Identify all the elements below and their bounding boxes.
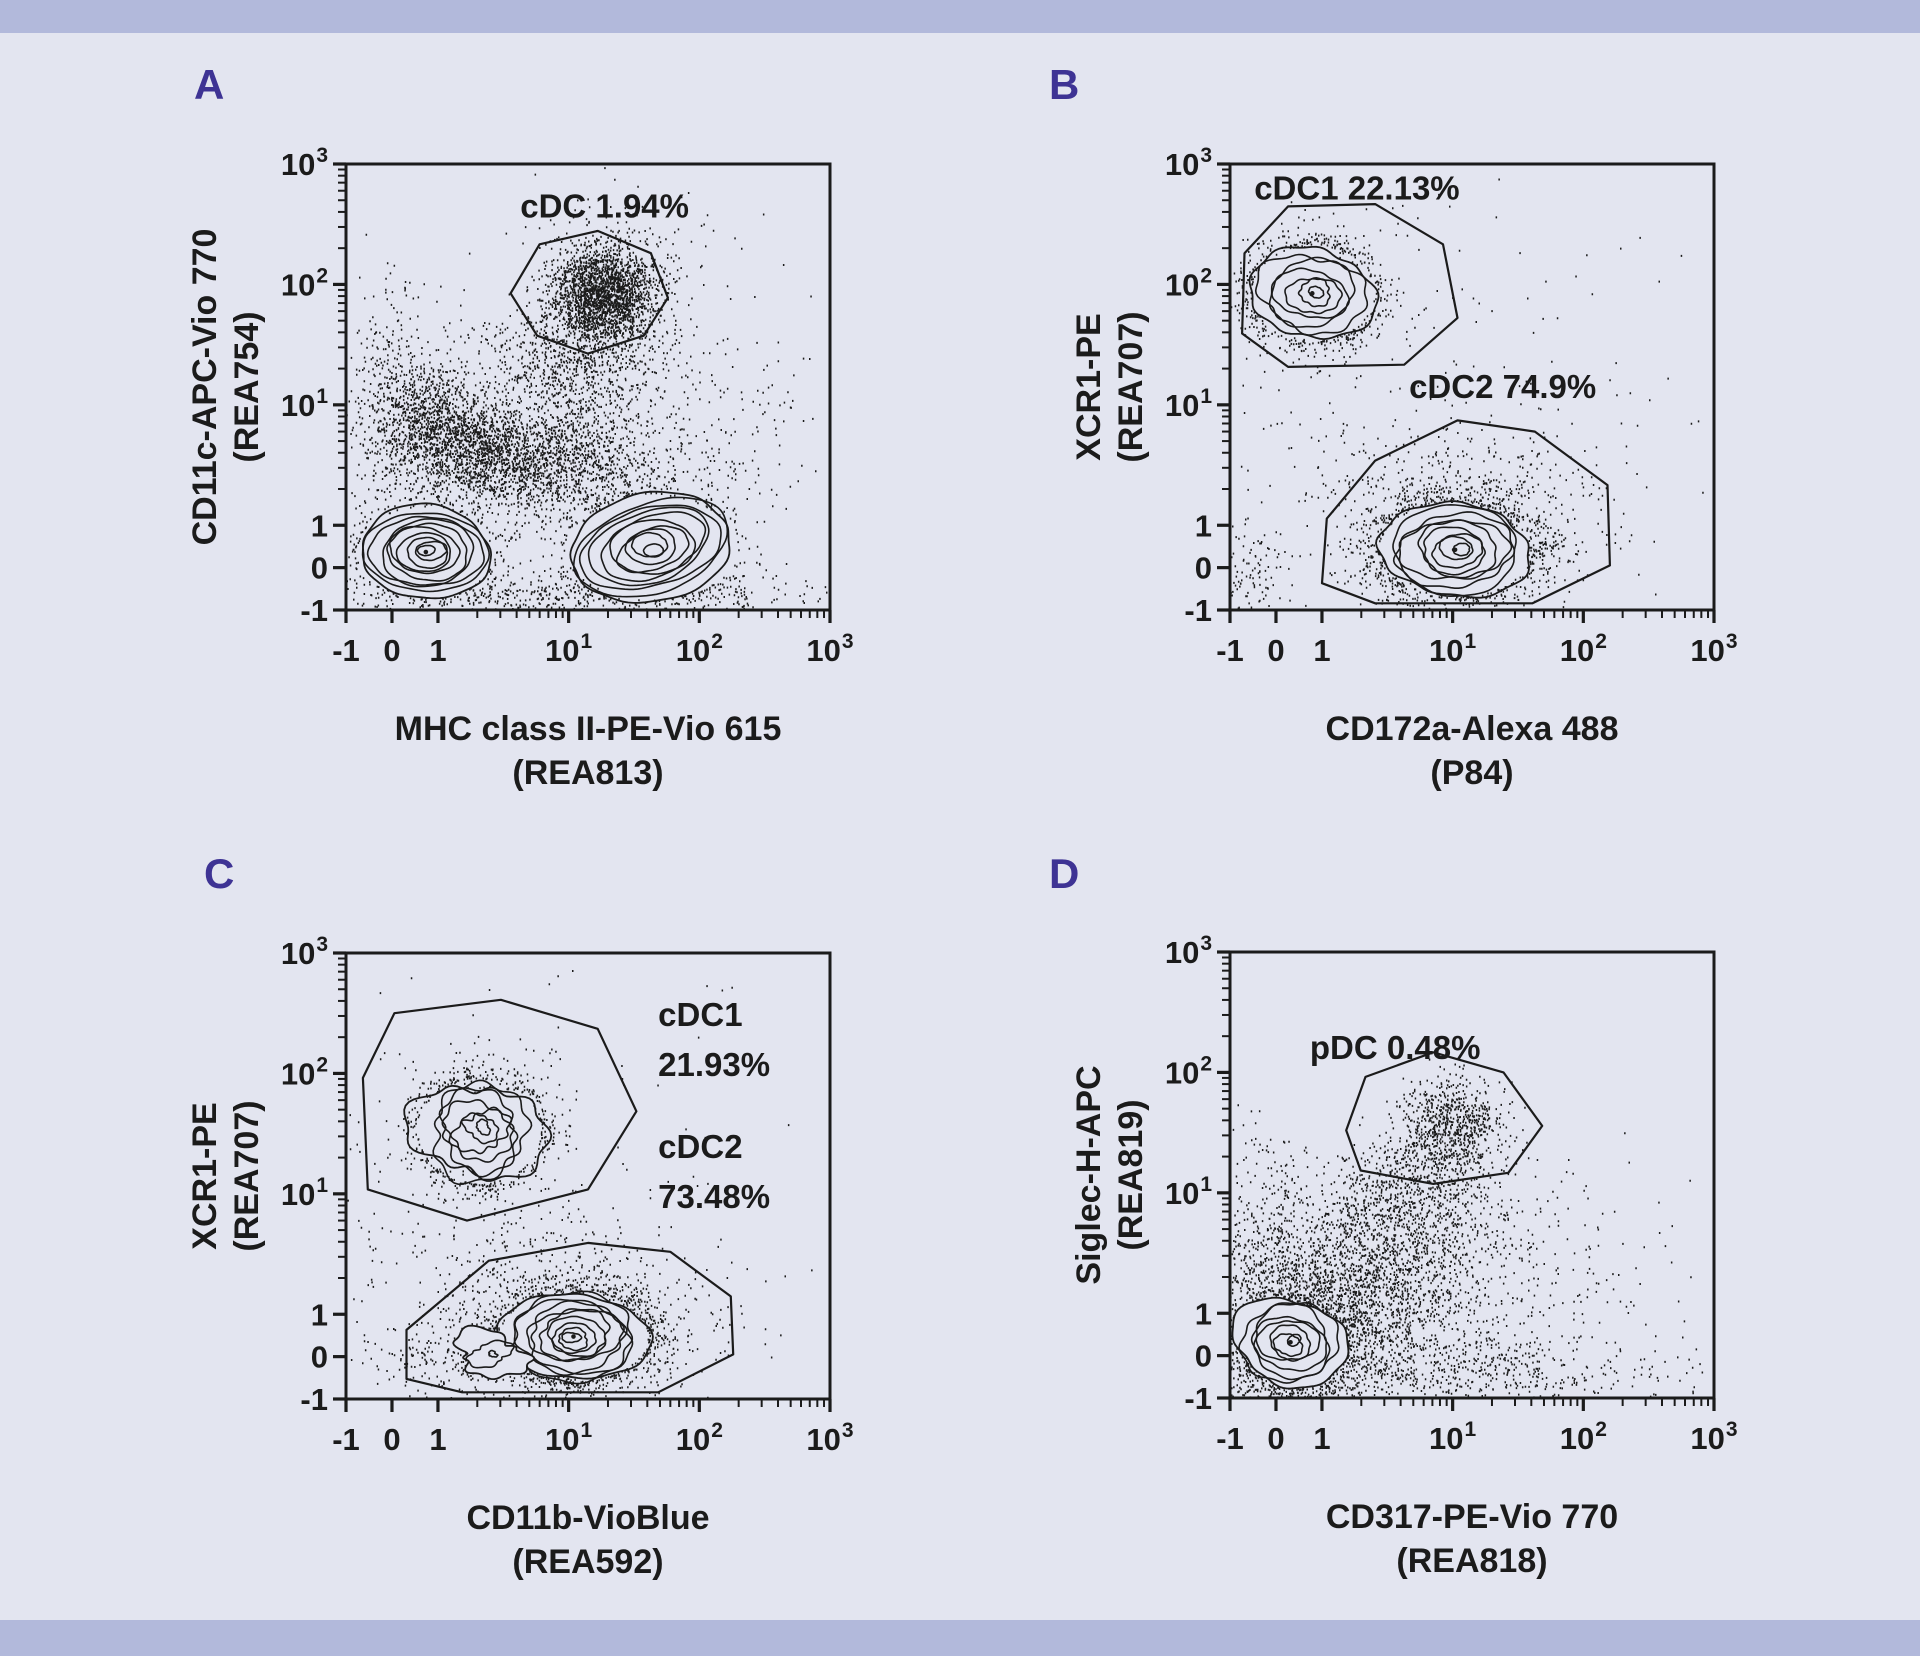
svg-text:0: 0 — [383, 1422, 400, 1457]
svg-text:(REA754): (REA754) — [228, 311, 266, 462]
svg-text:0: 0 — [311, 1340, 328, 1375]
svg-text:0: 0 — [1267, 633, 1284, 668]
svg-text:73.48%: 73.48% — [658, 1178, 770, 1215]
svg-text:-1: -1 — [1184, 1381, 1212, 1416]
svg-text:103: 103 — [1690, 1418, 1737, 1456]
svg-text:(REA813): (REA813) — [512, 754, 663, 792]
svg-text:103: 103 — [806, 630, 853, 668]
svg-text:101: 101 — [545, 630, 592, 668]
svg-text:1: 1 — [311, 508, 328, 543]
svg-text:102: 102 — [281, 1053, 328, 1091]
svg-text:102: 102 — [676, 1419, 723, 1457]
panel-letter-b: B — [1049, 61, 1080, 108]
svg-text:XCR1-PE: XCR1-PE — [186, 1102, 224, 1249]
svg-text:103: 103 — [281, 933, 328, 971]
svg-text:CD317-PE-Vio 770: CD317-PE-Vio 770 — [1326, 1498, 1618, 1536]
svg-text:101: 101 — [281, 385, 328, 423]
svg-text:1: 1 — [429, 1422, 446, 1457]
svg-text:103: 103 — [281, 144, 328, 182]
svg-text:0: 0 — [1195, 1339, 1212, 1374]
svg-text:0: 0 — [1267, 1421, 1284, 1456]
svg-text:(P84): (P84) — [1430, 754, 1513, 792]
svg-text:(REA819): (REA819) — [1112, 1099, 1150, 1250]
svg-text:103: 103 — [1690, 630, 1737, 668]
svg-text:102: 102 — [1165, 1052, 1212, 1090]
svg-text:101: 101 — [1429, 1418, 1476, 1456]
svg-text:102: 102 — [676, 630, 723, 668]
svg-text:102: 102 — [1560, 630, 1607, 668]
top-bar — [0, 0, 1920, 33]
svg-text:Siglec-H-APC: Siglec-H-APC — [1070, 1065, 1108, 1284]
svg-text:-1: -1 — [332, 1422, 360, 1457]
bottom-bar — [0, 1620, 1920, 1656]
svg-text:101: 101 — [1429, 630, 1476, 668]
svg-text:0: 0 — [311, 551, 328, 586]
svg-text:pDC 0.48%: pDC 0.48% — [1310, 1029, 1481, 1066]
svg-text:(REA707): (REA707) — [228, 1100, 266, 1251]
svg-text:101: 101 — [1165, 1173, 1212, 1211]
svg-text:103: 103 — [1165, 144, 1212, 182]
svg-text:MHC class II-PE-Vio 615: MHC class II-PE-Vio 615 — [395, 710, 782, 748]
svg-text:102: 102 — [1560, 1418, 1607, 1456]
svg-text:CD11b-VioBlue: CD11b-VioBlue — [466, 1499, 709, 1537]
svg-text:103: 103 — [1165, 932, 1212, 970]
panel-letter-a: A — [194, 61, 225, 108]
svg-text:1: 1 — [1195, 508, 1212, 543]
svg-text:1: 1 — [311, 1297, 328, 1332]
svg-text:103: 103 — [806, 1419, 853, 1457]
svg-text:101: 101 — [545, 1419, 592, 1457]
svg-text:102: 102 — [281, 264, 328, 302]
svg-text:CD172a-Alexa 488: CD172a-Alexa 488 — [1326, 710, 1619, 748]
svg-text:101: 101 — [1165, 385, 1212, 423]
svg-text:1: 1 — [1195, 1296, 1212, 1331]
svg-text:-1: -1 — [332, 633, 360, 668]
panel-letter-d: D — [1049, 850, 1080, 897]
svg-text:-1: -1 — [1216, 1421, 1244, 1456]
svg-text:-1: -1 — [1216, 633, 1244, 668]
svg-text:-1: -1 — [1184, 593, 1212, 628]
svg-text:21.93%: 21.93% — [658, 1046, 770, 1083]
svg-text:(REA818): (REA818) — [1396, 1542, 1547, 1580]
svg-text:0: 0 — [383, 633, 400, 668]
svg-text:cDC2 74.9%: cDC2 74.9% — [1409, 368, 1596, 405]
svg-text:cDC 1.94%: cDC 1.94% — [520, 188, 689, 225]
svg-text:101: 101 — [281, 1174, 328, 1212]
svg-text:cDC1 22.13%: cDC1 22.13% — [1254, 170, 1459, 207]
svg-text:cDC1: cDC1 — [658, 996, 742, 1033]
svg-text:(REA592): (REA592) — [512, 1543, 663, 1581]
svg-text:-1: -1 — [300, 1382, 328, 1417]
svg-text:(REA707): (REA707) — [1112, 311, 1150, 462]
svg-text:XCR1-PE: XCR1-PE — [1070, 313, 1108, 460]
svg-text:CD11c-APC-Vio 770: CD11c-APC-Vio 770 — [186, 229, 224, 546]
svg-text:1: 1 — [1313, 633, 1330, 668]
panel-letter-c: C — [204, 850, 235, 897]
svg-text:cDC2: cDC2 — [658, 1128, 742, 1165]
svg-text:0: 0 — [1195, 551, 1212, 586]
svg-text:102: 102 — [1165, 264, 1212, 302]
svg-text:1: 1 — [429, 633, 446, 668]
svg-text:1: 1 — [1313, 1421, 1330, 1456]
svg-text:-1: -1 — [300, 593, 328, 628]
